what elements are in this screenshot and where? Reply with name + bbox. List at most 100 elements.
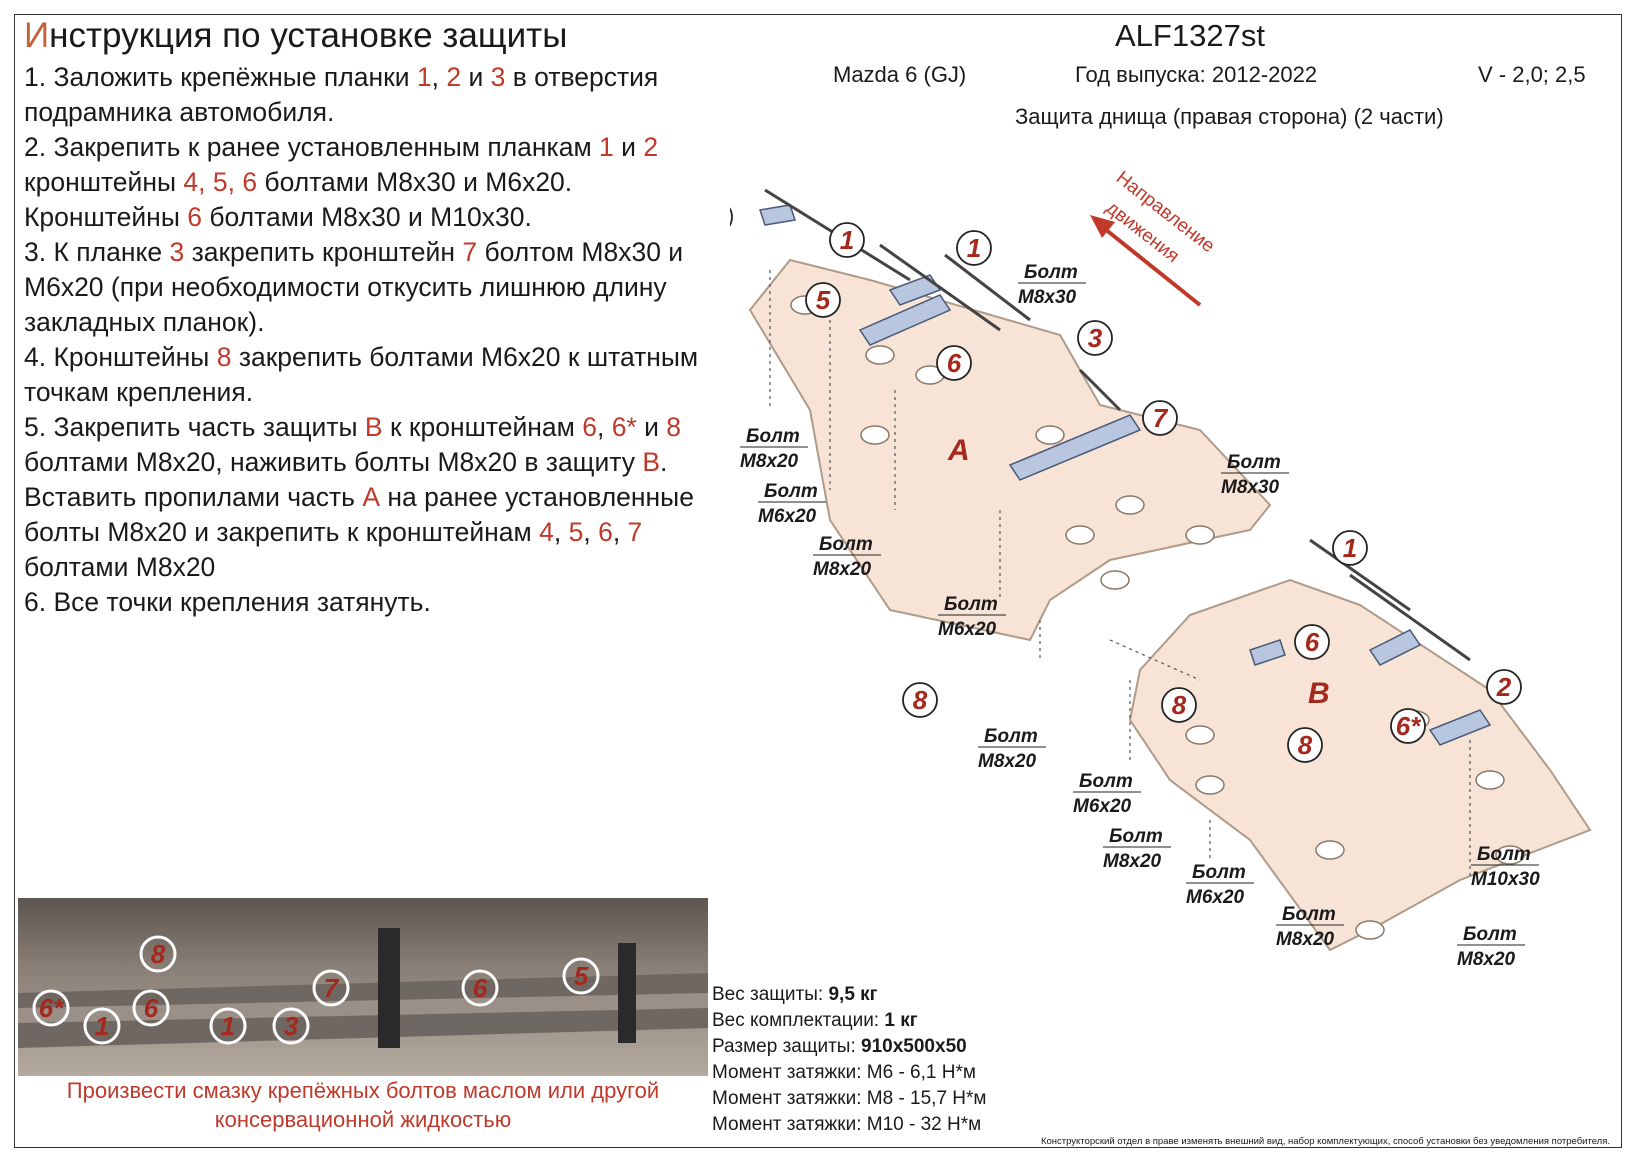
instructions: 1. Заложить крепёжные планки 1, 2 и 3 в …: [24, 60, 744, 620]
callout-c2: 2: [1486, 669, 1522, 705]
part-reference: 4, 5, 6: [183, 167, 258, 197]
callout-c6s: 6*: [1390, 708, 1426, 744]
photo-callout: 3: [272, 1007, 310, 1045]
instruction-step: 3. К планке 3 закрепить кронштейн 7 болт…: [24, 235, 744, 340]
callout-c3: 3: [1077, 320, 1113, 356]
instruction-text: болтами М8х30 и М6х20.: [257, 167, 573, 197]
plate-b: [1128, 578, 1592, 952]
spec-value: 910х500х50: [861, 1036, 967, 1057]
part-reference: 2: [446, 62, 462, 92]
instruction-text: ,: [431, 62, 447, 92]
bolt-word: Болт: [1227, 452, 1281, 473]
photo-callout: 1: [83, 1007, 121, 1045]
spec-line: Вес комплектации: 1 кг: [712, 1008, 986, 1034]
bolt-word: Болт: [944, 594, 998, 615]
instruction-text: болтами М8х30 и М10х30.: [201, 202, 532, 232]
photo-callout-number: 6: [473, 973, 488, 1003]
instruction-text: на ранее установленные болты М8х20 и зак…: [24, 482, 694, 547]
callout-number: 1: [840, 225, 854, 255]
bolt-size: M8x20: [813, 559, 872, 580]
callout-number: 8: [1298, 730, 1313, 760]
photo-callout: 6: [461, 969, 499, 1007]
callout-c5: 5: [805, 282, 841, 318]
bolt-size: M8x20: [1276, 929, 1335, 950]
callout-c6a: 6: [936, 345, 972, 381]
instruction-text: закрепить кронштейн: [184, 237, 463, 267]
instruction-text: закрепить болтами М6х20 к штатным точкам…: [24, 342, 699, 407]
part-reference: 1: [599, 132, 614, 162]
spec-label: Вес защиты:: [712, 984, 829, 1005]
spec-label: Момент затяжки:: [712, 1088, 867, 1109]
spec-line: Вес защиты: 9,5 кг: [712, 982, 986, 1008]
spec-value: М10 - 32 Н*м: [866, 1114, 982, 1135]
part-reference: 5: [568, 517, 584, 547]
title-rest: нструкция по установке защиты: [49, 16, 568, 55]
bolt-word: Болт: [1024, 262, 1078, 283]
instruction-text: 2. Закрепить к ранее установленным планк…: [24, 132, 600, 162]
instruction-text: ,: [596, 412, 612, 442]
bolt-size: M8x20: [1457, 949, 1516, 970]
photo-callout: 5: [562, 957, 600, 995]
part-reference: 3: [169, 237, 185, 267]
photo-callout-number: 1: [221, 1011, 235, 1041]
model-code: ALF1327st: [1115, 18, 1265, 53]
instruction-text: 3. К планке: [24, 237, 170, 267]
car-model: Mazda 6 (GJ): [833, 62, 967, 87]
instruction-text: и: [461, 62, 491, 92]
bolt-size: M8x20: [1103, 851, 1162, 872]
instruction-text: 5. Закрепить часть защиты: [24, 412, 365, 442]
callout-c6b: 6: [1294, 624, 1330, 660]
instruction-text: к кронштейнам: [382, 412, 583, 442]
callout-c8c: 8: [1287, 727, 1323, 763]
instruction-text: и: [636, 412, 667, 442]
part-b-label: B: [1308, 677, 1330, 710]
instruction-text: болтами М8х20: [24, 552, 216, 582]
part-reference: 7: [627, 517, 643, 547]
photo-callout-number: 1: [95, 1011, 109, 1041]
instruction-step: 6. Все точки крепления затянуть.: [24, 585, 744, 620]
bolt-word: Болт: [819, 534, 873, 555]
spec-label: Вес комплектации:: [712, 1010, 885, 1031]
part-reference: 8: [216, 342, 232, 372]
photo-callout-number: 7: [324, 973, 340, 1003]
instruction-step: 1. Заложить крепёжные планки 1, 2 и 3 в …: [24, 60, 744, 130]
instruction-text: Кронштейны: [24, 202, 188, 232]
part-reference: 3: [490, 62, 506, 92]
part-reference: 6: [582, 412, 597, 442]
callout-number: 1: [967, 233, 981, 263]
callout-number: 5: [816, 285, 831, 315]
part-reference: 2: [643, 132, 659, 162]
spec-value: 9,5 кг: [828, 984, 878, 1005]
callout-number: 7: [1153, 403, 1169, 433]
callout-c1b: 1: [956, 230, 992, 266]
part-reference: В: [642, 447, 661, 477]
bolt-size: M6x20: [1186, 887, 1245, 908]
title-initial: И: [24, 16, 50, 55]
callout-number: 2: [1496, 672, 1512, 702]
bolt-size: M6x20: [1073, 796, 1132, 817]
part-reference: 8: [666, 412, 682, 442]
bolt-word: Болт: [1079, 771, 1133, 792]
photo-callout-number: 3: [284, 1011, 299, 1041]
instruction-text: ,: [553, 517, 569, 547]
photo-callout: 6: [132, 989, 170, 1027]
instruction-text: кронштейны: [24, 167, 184, 197]
spec-value: М8 - 15,7 Н*м: [866, 1088, 987, 1109]
bolt-size: M6x20: [758, 506, 817, 527]
bolt-word: Болт: [1282, 904, 1336, 925]
photo-callout-number: 5: [574, 961, 589, 991]
instruction-text: болтом М8х30 и М6х20 (при необходимости …: [24, 237, 684, 337]
bolt-word: Болт: [1109, 826, 1163, 847]
callout-c8a: 8: [902, 682, 938, 718]
bolt-size: M8x30: [1018, 287, 1077, 308]
engine-volume: V - 2,0; 2,5: [1478, 62, 1586, 87]
